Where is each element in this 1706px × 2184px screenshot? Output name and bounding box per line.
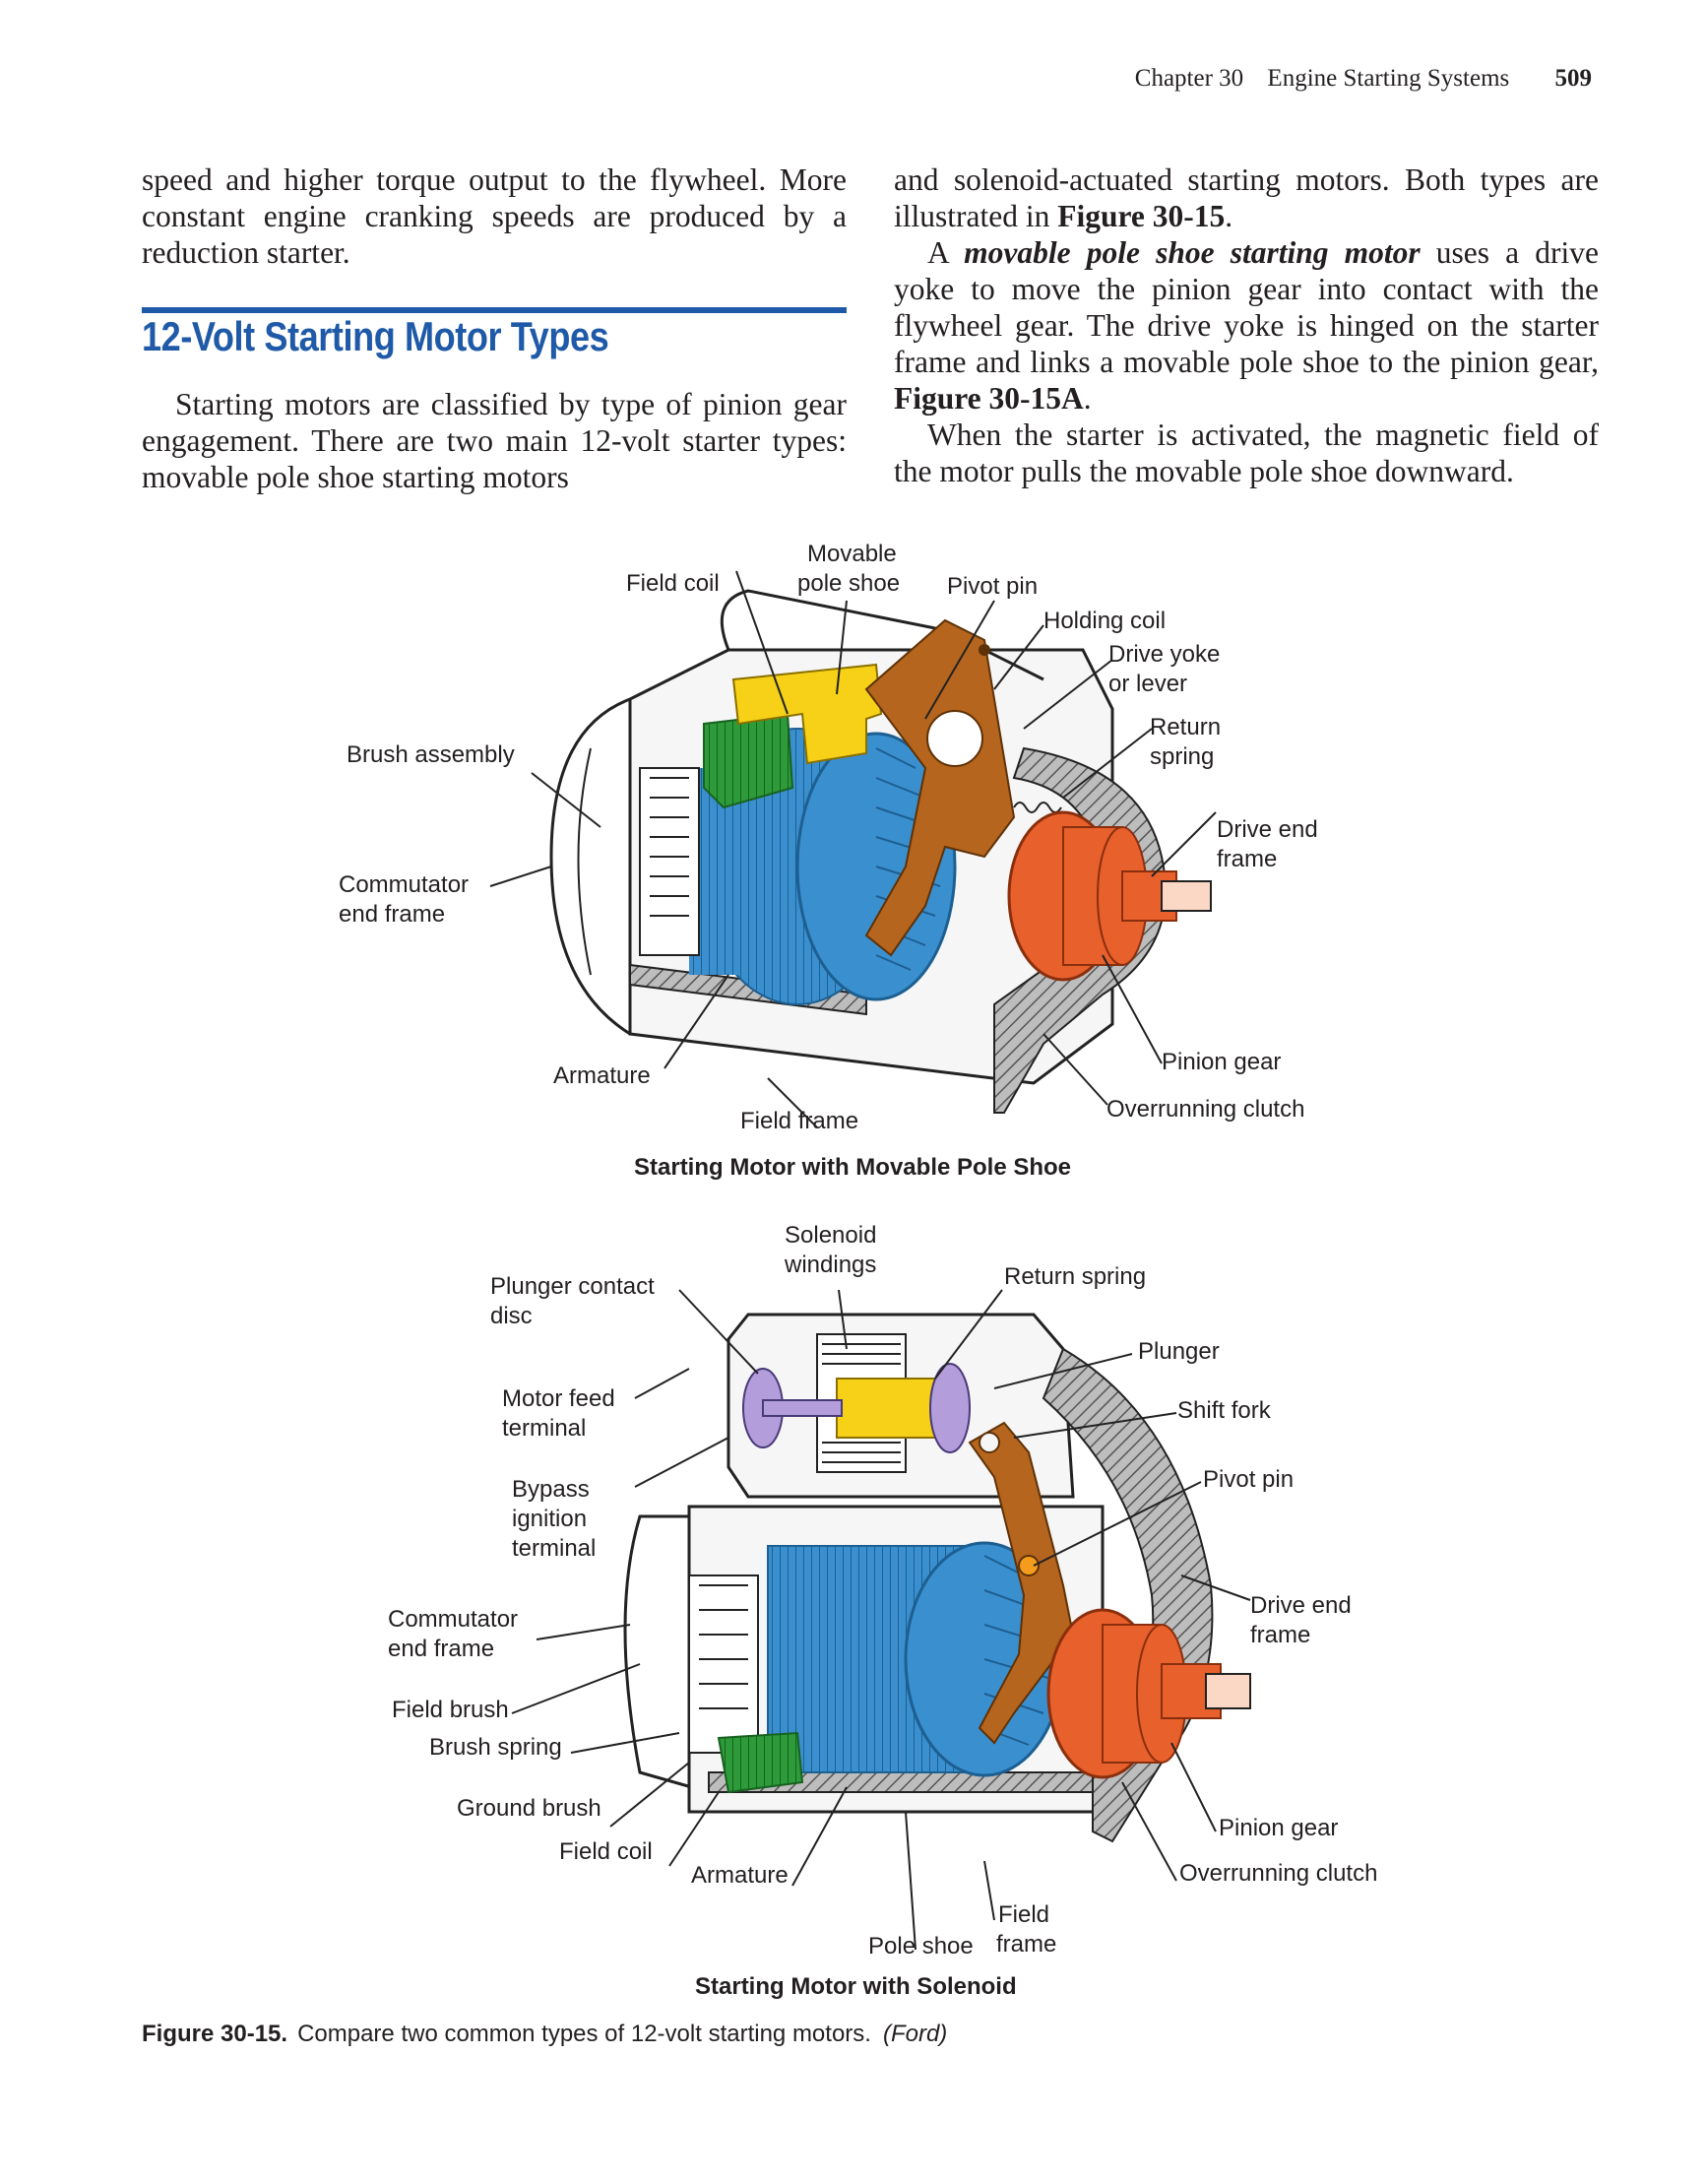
shift-fork-shape [968,1421,1075,1745]
figure-30-15: Field coil Movable pole shoe Pivot pin H… [0,532,1706,2068]
caption-text: Compare two common types of 12-volt star… [297,2021,871,2047]
label-movable-pole-shoe-2: pole shoe [797,570,901,597]
drive-yoke-shape [864,618,1016,957]
label-motor-feed-terminal-1: Motor feed [502,1385,615,1412]
label-commutator-end-frame-1: Commutator [339,871,470,898]
key-term: movable pole shoe starting motor [964,235,1421,270]
label-field-coil: Field coil [626,570,720,597]
pivot-pin-shape [979,644,990,656]
label-drive-end-frame-2: frame [1217,846,1278,872]
chapter-label: Chapter 30 [1134,65,1244,92]
caption-source: (Ford) [882,2021,948,2047]
left-column: speed and higher torque output to the fl… [142,161,847,271]
label-plunger-contact-disc-2: disc [490,1303,533,1329]
label-drive-yoke-1: Drive yoke [1108,641,1221,668]
label-bypass-ignition-terminal-1: Bypass [512,1476,590,1503]
label-ground-brush: Ground brush [457,1795,601,1822]
brush-assembly-shape [639,767,700,956]
body-paragraph: Starting motors are classified by type o… [142,387,847,494]
label-overrunning-clutch: Overrunning clutch [1106,1096,1305,1123]
label-drive-end-frame-b-1: Drive end [1250,1592,1352,1619]
body-paragraph: and solenoid-actuated starting motors. B… [894,162,1599,233]
label-drive-end-frame-b-2: frame [1250,1622,1311,1648]
running-head: Chapter 30 Engine Starting Systems 509 [1135,65,1592,93]
label-bypass-ignition-terminal-2: ignition [512,1506,588,1532]
figure-b-title: Starting Motor with Solenoid [695,1973,1017,2000]
label-holding-coil: Holding coil [1043,608,1167,634]
label-shift-fork: Shift fork [1177,1397,1271,1424]
label-return-spring: Return spring [1004,1263,1147,1290]
pivot-pin-shape-b [1018,1555,1040,1576]
label-solenoid-windings-2: windings [785,1252,877,1278]
field-coil-shape-b [717,1731,804,1794]
label-commutator-end-frame-b-2: end frame [388,1636,495,1662]
solenoid-drawing [623,1313,1251,1843]
label-field-frame-b-1: Field [998,1901,1050,1928]
section-heading: 12-Volt Starting Motor Types [142,313,609,359]
label-movable-pole-shoe-1: Movable [807,541,897,567]
movable-pole-shoe-drawing [549,589,1212,1114]
figure-b-leaders [511,1289,1251,1951]
label-drive-end-frame-1: Drive end [1217,816,1318,843]
return-spring-shape [1013,802,1062,813]
plunger-shape [836,1378,946,1439]
label-commutator-end-frame-2: end frame [339,901,446,928]
figure-caption: Figure 30-15. Compare two common types of… [142,2021,947,2048]
label-return-spring-1: Return [1150,714,1222,740]
label-pivot-pin: Pivot pin [947,573,1039,600]
label-drive-yoke-2: or lever [1108,671,1188,697]
left-column-lower: Starting motors are classified by type o… [142,386,847,495]
figure-reference: Figure 30-15 [1057,199,1226,233]
label-pivot-pin-b: Pivot pin [1203,1466,1295,1493]
label-solenoid-windings-1: Solenoid [785,1222,877,1249]
body-paragraph: speed and higher torque output to the fl… [142,162,847,270]
page-number: 509 [1554,65,1593,92]
caption-number: Figure 30-15. [142,2021,288,2047]
label-motor-feed-terminal-2: terminal [502,1415,587,1442]
label-armature-b: Armature [691,1862,789,1889]
label-pinion-gear-b: Pinion gear [1219,1815,1339,1841]
starter-illustrations [489,570,1251,1951]
figure-reference: Figure 30-15A [894,381,1084,416]
label-field-brush: Field brush [392,1697,509,1723]
figure-a-leaders [489,570,1217,1128]
label-field-frame-b-2: frame [996,1931,1057,1958]
label-brush-assembly: Brush assembly [347,741,515,768]
label-field-coil-b: Field coil [559,1838,653,1865]
label-armature: Armature [553,1062,651,1089]
right-column: and solenoid-actuated starting motors. B… [894,161,1599,489]
section-label: Engine Starting Systems [1267,65,1510,92]
body-paragraph: When the starter is activated, the magne… [894,418,1599,488]
body-paragraph: A movable pole shoe starting motor uses … [894,235,1600,416]
label-overrunning-clutch-b: Overrunning clutch [1179,1860,1378,1887]
label-plunger: Plunger [1138,1338,1220,1365]
solenoid-windings-shape [822,1343,901,1463]
label-commutator-end-frame-b-1: Commutator [388,1606,519,1633]
label-brush-spring: Brush spring [429,1734,562,1761]
label-field-frame: Field frame [740,1108,859,1134]
label-bypass-ignition-terminal-3: terminal [512,1535,597,1562]
figure-a-title: Starting Motor with Movable Pole Shoe [634,1154,1072,1181]
label-return-spring-2: spring [1150,743,1215,770]
label-pinion-gear: Pinion gear [1162,1049,1282,1075]
label-plunger-contact-disc-1: Plunger contact [490,1273,655,1300]
label-pole-shoe: Pole shoe [868,1933,974,1959]
heading-rule [142,307,847,313]
